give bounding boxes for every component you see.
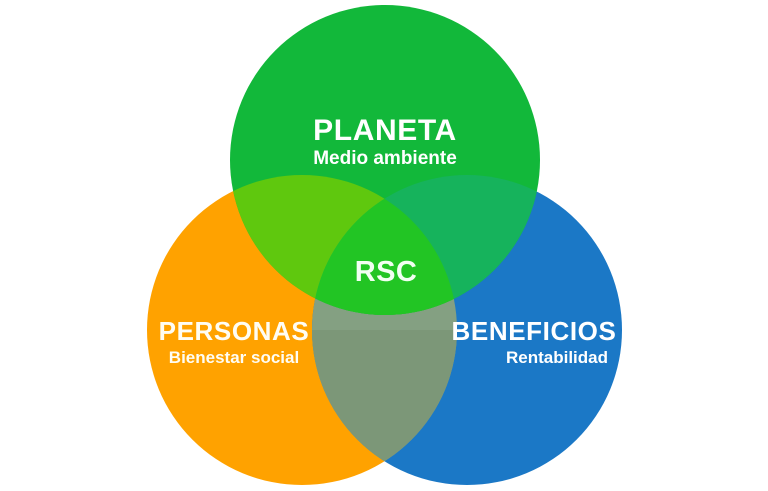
label-planeta-title: PLANETA	[313, 114, 457, 147]
label-planeta-subtitle: Medio ambiente	[313, 148, 457, 169]
label-rsc-center: RSC	[355, 256, 417, 288]
label-beneficios-subtitle: Rentabilidad	[506, 348, 608, 367]
label-personas-title: PERSONAS	[159, 316, 310, 346]
intersection-lower-sage-cap	[312, 330, 457, 485]
intersection-planeta-personas-beneficios	[312, 175, 457, 315]
label-personas-subtitle: Bienestar social	[169, 348, 299, 367]
label-beneficios-title: BENEFICIOS	[452, 316, 617, 346]
